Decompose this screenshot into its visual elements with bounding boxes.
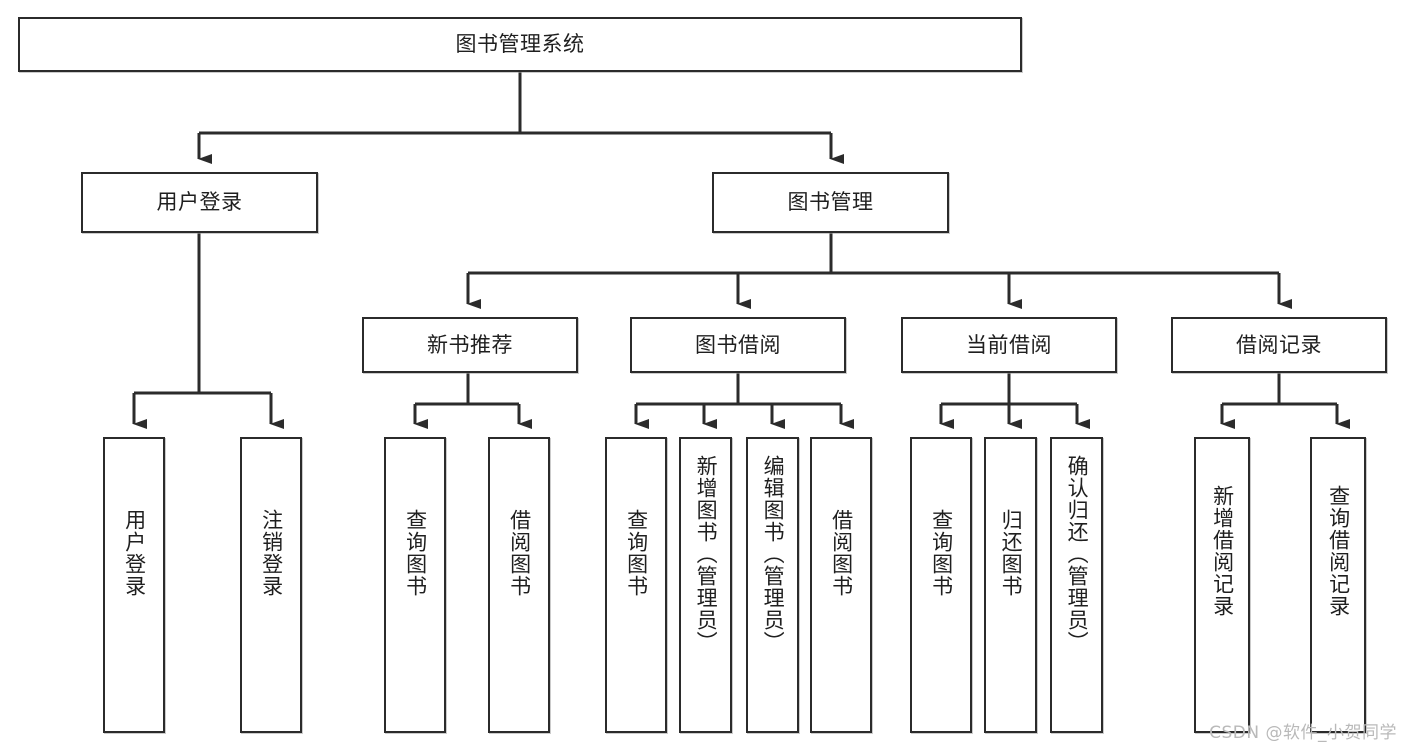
node-label: 归还图书	[999, 509, 1024, 597]
node-borrow-records[interactable]: 借阅记录	[1171, 317, 1387, 373]
node-label: 新增图书（管理员）	[694, 455, 719, 653]
node-current-borrow[interactable]: 当前借阅	[901, 317, 1117, 373]
node-label: 查询图书	[403, 509, 428, 597]
leaf-borrow-borrow-book[interactable]: 借阅图书	[810, 437, 872, 733]
leaf-new-book-query-book[interactable]: 查询图书	[384, 437, 446, 733]
node-label: 查询借阅记录	[1326, 485, 1351, 617]
node-label: 确认归还（管理员）	[1065, 455, 1090, 653]
csdn-watermark: CSDN @软件_小贺同学	[1209, 723, 1397, 743]
node-label: 图书管理系统	[455, 32, 585, 57]
node-book-management[interactable]: 图书管理	[712, 172, 949, 233]
node-label: 新增借阅记录	[1210, 485, 1235, 617]
leaf-borrow-add-book-admin[interactable]: 新增图书（管理员）	[679, 437, 732, 733]
leaf-user-login-login[interactable]: 用户登录	[103, 437, 165, 733]
node-label: 查询图书	[624, 509, 649, 597]
leaf-borrow-edit-book-admin[interactable]: 编辑图书（管理员）	[746, 437, 799, 733]
node-label: 查询图书	[929, 509, 954, 597]
node-label: 借阅图书	[507, 509, 532, 597]
node-root-book-management-system[interactable]: 图书管理系统	[18, 17, 1022, 72]
node-label: 新书推荐	[427, 332, 513, 357]
node-label: 注销登录	[259, 509, 284, 597]
node-label: 编辑图书（管理员）	[761, 455, 786, 653]
leaf-records-add-record[interactable]: 新增借阅记录	[1194, 437, 1250, 733]
leaf-records-query-record[interactable]: 查询借阅记录	[1310, 437, 1366, 733]
leaf-new-book-borrow-book[interactable]: 借阅图书	[488, 437, 550, 733]
node-label: 用户登录	[156, 190, 243, 215]
node-label: 当前借阅	[966, 332, 1052, 357]
node-label: 图书管理	[787, 190, 874, 215]
node-label: 借阅图书	[829, 509, 854, 597]
node-label: 用户登录	[122, 509, 147, 597]
node-label: 图书借阅	[695, 332, 781, 357]
leaf-current-confirm-return-admin[interactable]: 确认归还（管理员）	[1050, 437, 1103, 733]
leaf-user-login-logout[interactable]: 注销登录	[240, 437, 302, 733]
leaf-current-query-book[interactable]: 查询图书	[910, 437, 972, 733]
leaf-borrow-query-book[interactable]: 查询图书	[605, 437, 667, 733]
node-user-login[interactable]: 用户登录	[81, 172, 318, 233]
node-book-borrow[interactable]: 图书借阅	[630, 317, 846, 373]
leaf-current-return-book[interactable]: 归还图书	[984, 437, 1037, 733]
node-new-book-recommend[interactable]: 新书推荐	[362, 317, 578, 373]
node-label: 借阅记录	[1236, 332, 1322, 357]
